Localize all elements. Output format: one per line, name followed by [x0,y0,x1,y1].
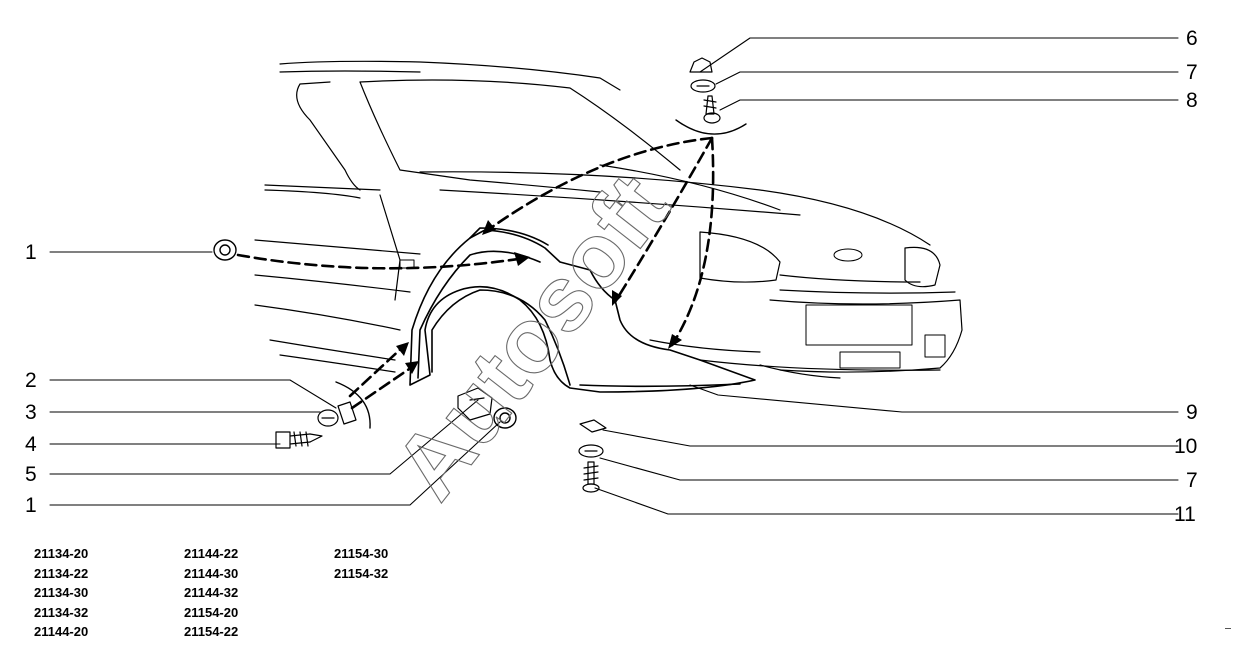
part-1-grommet-top [213,239,237,261]
model-code: 21144-30 [184,565,239,581]
part-4-bolt [275,431,323,449]
part-8-screw [703,95,721,124]
model-codes: 21134-20 21134-22 21134-30 21134-32 2114… [34,544,454,654]
assembly-paths [236,136,715,410]
leader-lines [49,37,1179,515]
model-code: 21134-32 [34,604,89,620]
part-6-cap [689,57,713,73]
part-10-clip [579,419,607,433]
part-11-screw [582,461,600,493]
model-code: 21144-22 [184,546,239,561]
callout-label: 2 [25,369,37,392]
model-code: 21154-30 [334,546,389,561]
part-5-bracket [457,387,493,421]
callout-label: 6 [1186,27,1198,50]
callout-label: 10 [1174,435,1198,458]
model-code: 21134-30 [34,585,89,600]
model-code: 21154-20 [184,604,239,620]
callout-label: 3 [25,401,37,424]
corner-mark [1225,628,1231,629]
model-codes-column: 21144-22 21144-30 21144-32 21154-20 2115… [184,544,238,642]
model-code: 21154-32 [334,565,389,581]
model-code: 21134-20 [34,546,89,561]
part-7-washer-bottom [578,444,604,458]
callout-label: 8 [1186,89,1198,112]
model-codes-column: 21154-30 21154-32 [334,544,388,583]
model-code: 21134-22 [34,565,89,581]
wheel-arch-liner [409,227,756,393]
part-7-washer-top [690,79,716,93]
callout-label: 1 [25,241,37,264]
model-code: 21154-22 [184,624,239,639]
group-bracket-top [675,119,747,135]
group-bracket-left [335,381,371,429]
car-body-outline [254,60,963,379]
callout-label: 9 [1186,401,1198,424]
callout-label: 11 [1174,503,1196,526]
part-2-clip [337,401,357,425]
arrow-heads [396,220,682,374]
callout-label: 7 [1186,469,1198,492]
model-code: 21144-32 [184,585,239,600]
callout-label: 4 [25,433,37,456]
callout-label: 5 [25,463,37,486]
callout-label: 1 [25,494,37,517]
part-3-washer [317,409,339,427]
callout-label: 7 [1186,61,1198,84]
model-codes-column: 21134-20 21134-22 21134-30 21134-32 2114… [34,544,88,642]
model-code: 21144-20 [34,624,89,639]
part-1-grommet-bottom [493,407,517,429]
